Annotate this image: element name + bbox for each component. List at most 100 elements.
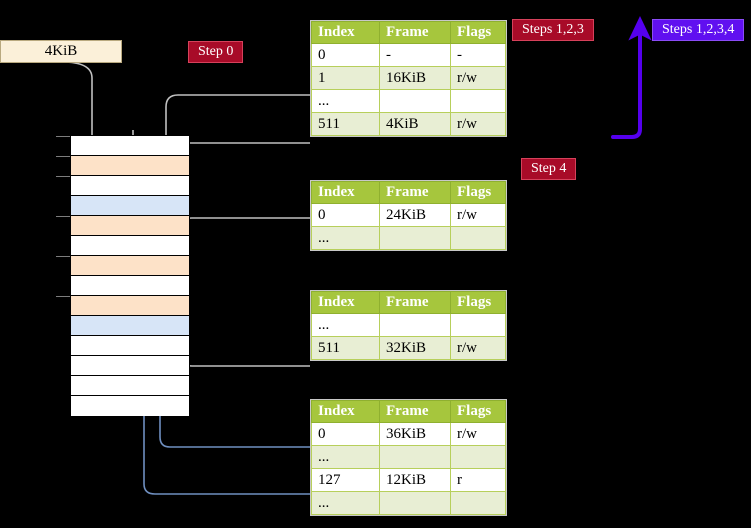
- cell-flags: [450, 89, 506, 113]
- table-header-row: Index Frame Flags: [311, 400, 506, 423]
- col-frame: Frame: [379, 400, 451, 423]
- memory-tick: [56, 256, 70, 257]
- table-row: ...: [311, 89, 506, 113]
- label-step-0-text: Step 0: [198, 44, 234, 59]
- col-index: Index: [311, 291, 380, 314]
- label-steps-123: Steps 1,2,3: [512, 19, 594, 42]
- cell-index: 1: [311, 66, 380, 90]
- cell-frame: 36KiB: [379, 422, 451, 446]
- cell-frame: [379, 313, 451, 337]
- memory-frame-row: [71, 356, 189, 376]
- label-steps-1234-text: Steps 1,2,3,4: [662, 22, 735, 37]
- col-frame: Frame: [379, 21, 451, 44]
- cell-flags: -: [450, 43, 506, 67]
- cell-frame: 24KiB: [379, 203, 451, 227]
- label-steps-123-text: Steps 1,2,3: [522, 22, 584, 37]
- table-row: ...: [311, 445, 506, 469]
- label-step-4-text: Step 4: [531, 161, 567, 176]
- memory-frame-row: [71, 236, 189, 256]
- cell-flags: [450, 313, 506, 337]
- arrow-steps-1234-loop: [611, 16, 652, 139]
- cell-frame: [379, 226, 451, 250]
- table-header-row: Index Frame Flags: [311, 291, 506, 314]
- table-row: 0--: [311, 43, 506, 67]
- cell-flags: [450, 445, 506, 469]
- cell-index: ...: [311, 226, 380, 250]
- frame-size-label: 4KiB: [44, 43, 78, 59]
- cell-index: 0: [311, 422, 380, 446]
- label-steps-1234: Steps 1,2,3,4: [652, 19, 745, 42]
- table-header-row: Index Frame Flags: [311, 21, 506, 44]
- wire-memory-to-table3: [175, 315, 310, 367]
- cell-index: 0: [311, 203, 380, 227]
- memory-frame-row: [71, 216, 189, 236]
- memory-frame-row: [71, 316, 189, 336]
- cell-flags: r/w: [450, 422, 506, 446]
- cell-frame: 12KiB: [379, 468, 451, 492]
- cell-index: ...: [311, 445, 380, 469]
- label-step-4: Step 4: [521, 158, 577, 181]
- col-frame: Frame: [379, 291, 451, 314]
- memory-frame-row: [71, 136, 189, 156]
- memory-frame-row: [71, 376, 189, 396]
- memory-tick: [56, 136, 70, 137]
- cell-flags: r: [450, 468, 506, 492]
- cell-frame: -: [379, 43, 451, 67]
- cell-frame: 32KiB: [379, 336, 451, 360]
- cell-flags: r/w: [450, 203, 506, 227]
- wire-memory-to-table2: [177, 217, 310, 257]
- cell-flags: r/w: [450, 66, 506, 90]
- cell-flags: [450, 491, 506, 515]
- cell-frame: 16KiB: [379, 66, 451, 90]
- memory-frame-row: [71, 276, 189, 296]
- memory-frame-row: [71, 296, 189, 316]
- memory-tick: [56, 176, 70, 177]
- col-index: Index: [311, 400, 380, 423]
- cell-index: ...: [311, 313, 380, 337]
- memory-frame-row: [71, 156, 189, 176]
- cell-flags: r/w: [450, 336, 506, 360]
- memory-tick: [56, 296, 70, 297]
- memory-frame-row: [71, 336, 189, 356]
- cell-flags: r/w: [450, 112, 506, 136]
- col-flags: Flags: [450, 400, 506, 423]
- cell-index: 511: [311, 112, 380, 136]
- memory-frame-row: [71, 176, 189, 196]
- physical-memory-grid: [70, 135, 190, 416]
- frame-size-box: 4KiB: [0, 40, 122, 63]
- memory-frame-row: [71, 256, 189, 276]
- table-row: ...: [311, 226, 506, 250]
- table-header-row: Index Frame Flags: [311, 181, 506, 204]
- cell-frame: 4KiB: [379, 112, 451, 136]
- cell-index: 511: [311, 336, 380, 360]
- cell-frame: [379, 89, 451, 113]
- cell-index: 127: [311, 468, 380, 492]
- cell-index: ...: [311, 89, 380, 113]
- cell-flags: [450, 226, 506, 250]
- cell-frame: [379, 445, 451, 469]
- col-index: Index: [311, 181, 380, 204]
- col-frame: Frame: [379, 181, 451, 204]
- memory-frame-row: [71, 196, 189, 216]
- col-flags: Flags: [450, 21, 506, 44]
- col-flags: Flags: [450, 291, 506, 314]
- cell-index: 0: [311, 43, 380, 67]
- label-step-0: Step 0: [188, 41, 244, 64]
- cell-frame: [379, 491, 451, 515]
- memory-tick: [56, 216, 70, 217]
- col-flags: Flags: [450, 181, 506, 204]
- col-index: Index: [311, 21, 380, 44]
- memory-frame-row: [71, 396, 189, 416]
